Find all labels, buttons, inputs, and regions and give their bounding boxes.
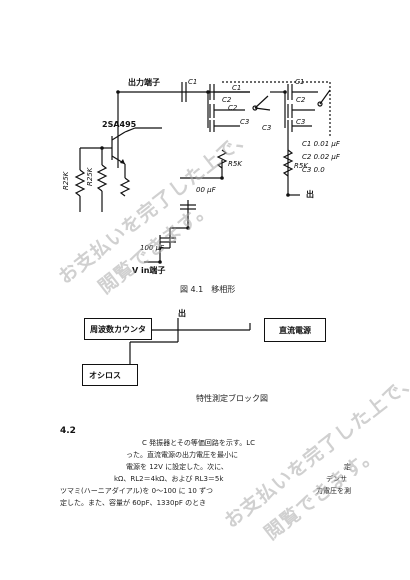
- frequency-counter-box: 周波数カウンタ: [84, 318, 152, 340]
- cap-label: C2: [296, 96, 306, 104]
- transistor-label: 2SA495: [102, 120, 137, 129]
- cap-label: C2: [228, 104, 238, 112]
- section-number: 4.2: [60, 426, 76, 436]
- dc-power-label: 直流電源: [279, 325, 311, 335]
- resistor-label: R5K: [294, 162, 308, 170]
- output-fragment: 出: [306, 190, 314, 199]
- cap-label: C3: [240, 118, 250, 126]
- paragraph-line: った。直流電源の出力電圧を最小に: [126, 451, 238, 459]
- cap-value: C2 0.02 μF: [302, 153, 340, 161]
- cap-value: 00 μF: [196, 186, 216, 194]
- paragraph-line: 電源を 12V に設定した。次に、: [126, 463, 228, 471]
- block-top-label: 出: [178, 309, 186, 318]
- figure-caption: 図 4.1 移相形: [180, 285, 236, 294]
- cap-value: C3 0.0: [302, 166, 325, 174]
- cap-value: C1 0.01 μF: [302, 140, 340, 148]
- dc-power-box: 直流電源: [264, 318, 326, 342]
- resistor-label: R5K: [228, 160, 242, 168]
- resistor-label: R25K: [86, 167, 94, 186]
- cap-label: C3: [262, 124, 272, 132]
- cap-label: C1: [232, 84, 242, 92]
- block-diagram-caption: 特性測定ブロック図: [196, 394, 268, 403]
- paragraph-line: ツマミ(ハーニアダイアル)を 0～100 に 10 ずつ: [60, 487, 214, 495]
- resistor-label: R25K: [62, 171, 70, 190]
- paragraph-fragment: 力電圧を測: [316, 487, 351, 495]
- oscilloscope-box: オシロス: [82, 364, 138, 386]
- cap-label: C2: [222, 96, 232, 104]
- output-terminal-label: 出力端子: [128, 78, 160, 87]
- cap-label: C3: [296, 118, 306, 126]
- cap-label: C1: [295, 78, 305, 86]
- cap-label: C1: [188, 78, 198, 86]
- paragraph-fragment: 定: [344, 463, 351, 471]
- frequency-counter-label: 周波数カウンタ: [90, 324, 146, 334]
- paragraph-line: 定した。また、容量が 60pF、1330pF のとき: [60, 499, 207, 507]
- cap-value: 100 μF: [140, 244, 165, 252]
- paragraph-line: kΩ、RL2＝4kΩ、および RL3＝5k: [114, 475, 224, 483]
- input-terminal-label: V in端子: [132, 266, 166, 275]
- oscilloscope-label: オシロス: [89, 370, 121, 380]
- paragraph-fragment: デンサ: [326, 475, 347, 483]
- paragraph-line: C 発振器とその等価回路を示す。LC: [142, 439, 255, 447]
